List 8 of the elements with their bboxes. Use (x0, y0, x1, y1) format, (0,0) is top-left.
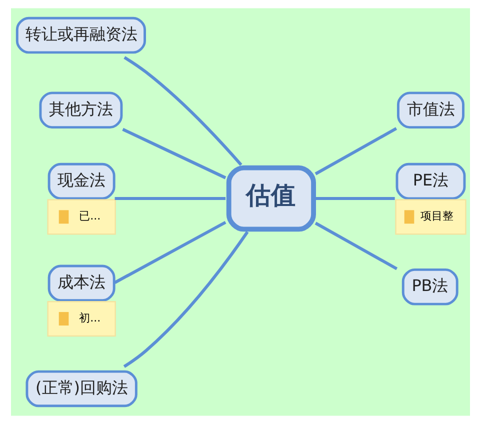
connector (114, 196, 226, 200)
connector (315, 196, 394, 200)
connector (122, 128, 226, 180)
connector (314, 222, 398, 270)
connector (114, 220, 226, 284)
connector (123, 56, 242, 166)
connector (314, 127, 397, 176)
connector (122, 231, 248, 368)
